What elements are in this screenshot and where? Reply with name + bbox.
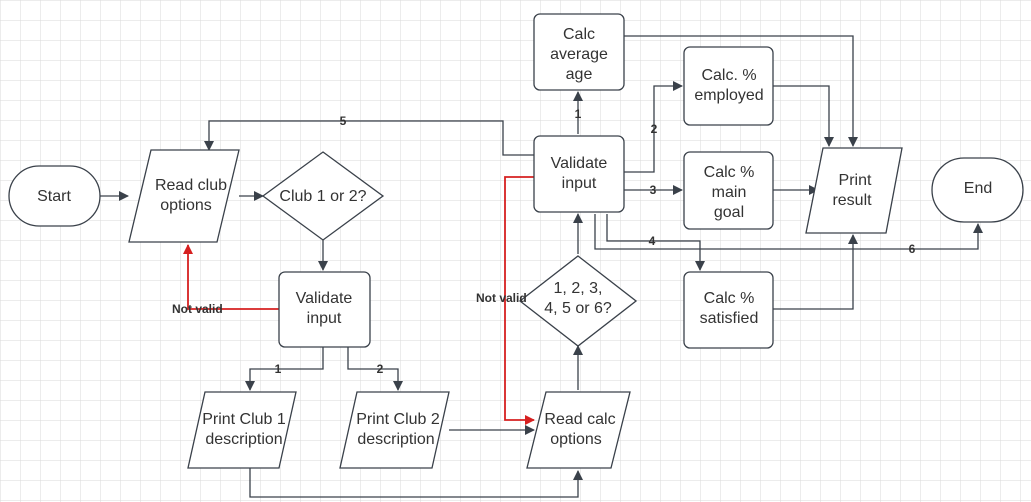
edge-option4-to-calc-satisfied (606, 214, 705, 271)
edge-validate-to-print-club1 (245, 347, 324, 391)
edge-calc-employed-to-print-result (773, 85, 834, 147)
not-valid-right-label: Not valid (476, 291, 527, 305)
print-result-label-2: result (832, 192, 872, 209)
edge-validate-to-print-club2 (347, 347, 403, 391)
end-terminal[interactable] (931, 157, 1024, 223)
validate-club-input-box[interactable] (278, 271, 371, 348)
edge-option2-to-calc-employed (623, 81, 683, 173)
option-4-label: 4 (649, 234, 656, 248)
calc-choice-label-2: 4, 5 or 6? (544, 300, 612, 317)
calc-choice-label-1: 1, 2, 3, (554, 280, 603, 297)
option-1-label: 1 (575, 107, 582, 121)
calc-goal-label-3: goal (714, 204, 744, 221)
read-calc-options-shape[interactable] (526, 391, 631, 469)
club-choice-label: Club 1 or 2? (279, 188, 366, 205)
validate-club-label-1: Validate (296, 290, 353, 307)
start-label: Start (37, 188, 71, 205)
print-club1-label-1: Print Club 1 (202, 411, 286, 428)
calc-goal-label-2: main (712, 184, 747, 201)
start-terminal[interactable] (8, 165, 101, 227)
calc-main-goal-box[interactable] (683, 151, 774, 230)
edge-calc-age-to-print-result (624, 35, 858, 147)
calc-employed-label-1: Calc. % (701, 67, 756, 84)
edge-not-valid-to-read-calc (504, 176, 535, 425)
edge-calc-satisfied-to-print-result (773, 234, 858, 310)
not-valid-left-label: Not valid (172, 302, 223, 316)
print-club2-label-2: description (357, 431, 434, 448)
print-club1-shape[interactable] (187, 391, 297, 469)
edge-option5-back-to-read-club (204, 120, 534, 156)
calc-age-label-2: average (550, 46, 608, 63)
calc-age-label-1: Calc (563, 26, 595, 43)
validate-club-label-2: input (307, 310, 342, 327)
option-5-label: 5 (340, 114, 347, 128)
option-6-label: 6 (909, 242, 916, 256)
calc-satisfied-label-1: Calc % (704, 290, 755, 307)
calc-employed-box[interactable] (683, 46, 774, 126)
option-3-label: 3 (650, 183, 657, 197)
club-edge-2-label: 2 (377, 362, 384, 376)
club-choice-decision[interactable] (261, 151, 385, 241)
edge-print-club1-to-read-calc (249, 468, 583, 498)
read-club-label-1: Read club (155, 177, 227, 194)
edge-option6-to-end (594, 214, 983, 250)
end-label: End (964, 180, 992, 197)
option-2-label: 2 (651, 122, 658, 136)
read-club-options-shape[interactable] (128, 149, 240, 243)
edge-not-valid-to-read-club (183, 244, 279, 310)
club-edge-1-label: 1 (275, 362, 282, 376)
print-club2-shape[interactable] (339, 391, 450, 469)
calc-age-label-3: age (566, 66, 593, 83)
calc-satisfied-label-2: satisfied (700, 310, 759, 327)
validate-calc-label-2: input (562, 175, 597, 192)
print-result-label-1: Print (839, 172, 872, 189)
print-club2-label-1: Print Club 2 (356, 411, 440, 428)
read-club-label-2: options (160, 197, 212, 214)
calc-choice-decision[interactable] (518, 255, 638, 347)
calc-goal-label-1: Calc % (704, 164, 755, 181)
validate-calc-label-1: Validate (551, 155, 608, 172)
read-calc-label-1: Read calc (544, 411, 615, 428)
calc-average-age-box[interactable] (533, 13, 625, 91)
calc-employed-label-2: employed (694, 87, 763, 104)
read-calc-label-2: options (550, 431, 602, 448)
print-club1-label-2: description (205, 431, 282, 448)
calc-satisfied-box[interactable] (683, 271, 774, 349)
validate-calc-input-box[interactable] (533, 135, 625, 213)
print-result-shape[interactable] (805, 147, 903, 234)
